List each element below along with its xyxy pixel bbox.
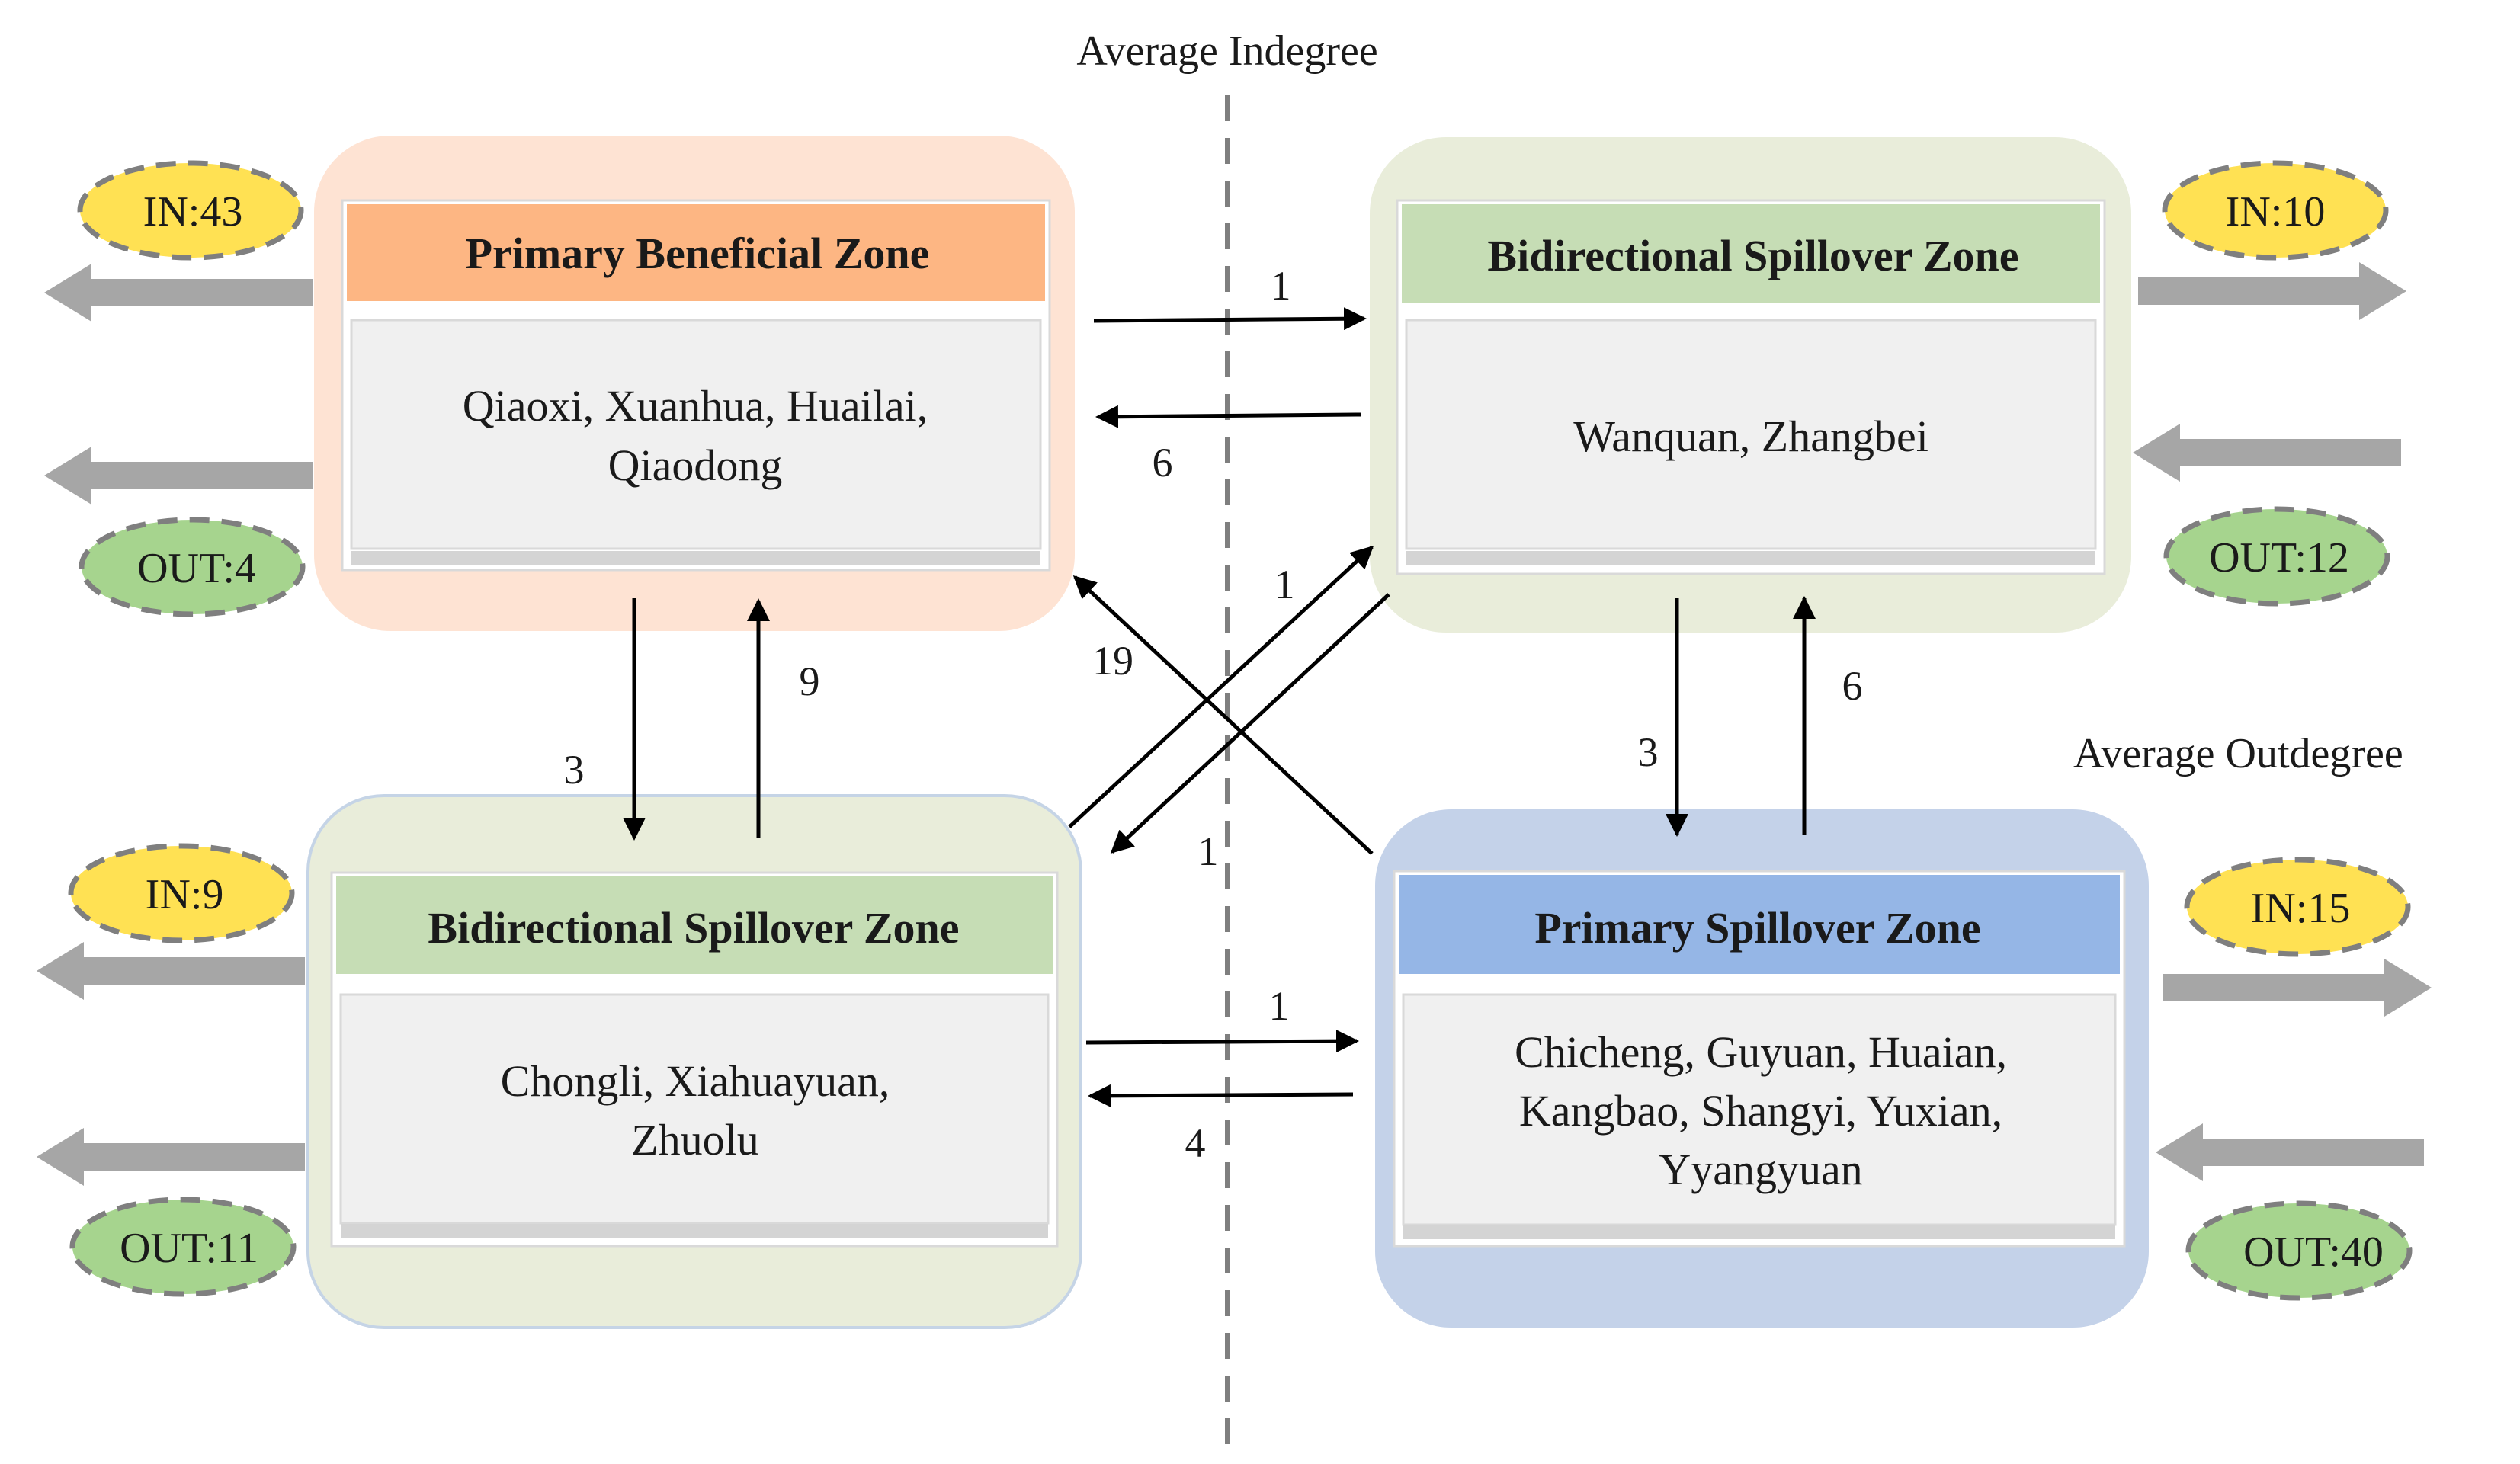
link-psz-to-pbz bbox=[1072, 575, 1374, 855]
link-psz-to-bsb bbox=[1088, 1084, 1354, 1107]
pbz-out-badge bbox=[79, 517, 306, 617]
psz-in-label: IN:15 bbox=[2251, 885, 2351, 932]
bsb-out-badge bbox=[69, 1197, 297, 1297]
zone-primary-beneficial-members-line-1: Qiaoxi, Xuanhua, Huailai, bbox=[463, 381, 928, 431]
zone-bidirectional-bottom-members-line-1: Chongli, Xiahuayuan, bbox=[501, 1056, 890, 1106]
link-weights: 1 6 3 9 19 1 1 3 6 1 4 bbox=[564, 263, 1863, 1166]
bst-out-label: OUT:12 bbox=[2209, 534, 2349, 581]
weight-bst-to-psz: 3 bbox=[1638, 729, 1659, 775]
pbz-out-label: OUT:4 bbox=[137, 545, 256, 592]
zone-bidirectional-bottom: Bidirectional Spillover Zone Chongli, Xi… bbox=[306, 794, 1082, 1329]
zone-bidirectional-top-title: Bidirectional Spillover Zone bbox=[1487, 231, 2018, 280]
zone-primary-beneficial-header bbox=[347, 204, 1045, 301]
zone-primary-spillover-members-line-3: Yyangyuan bbox=[1659, 1145, 1862, 1194]
link-pbz-to-bst bbox=[1093, 307, 1367, 331]
zone-primary-spillover-footer bbox=[1403, 1225, 2115, 1239]
psz-outflow-arrow bbox=[2163, 959, 2432, 1017]
average-outdegree-label: Average Outdegree bbox=[2073, 730, 2403, 777]
weight-psz-to-pbz: 19 bbox=[1092, 638, 1133, 684]
weight-bsb-to-bst: 1 bbox=[1274, 562, 1295, 607]
bsb-in-badge bbox=[68, 843, 295, 943]
pbz-outflow-arrow-2 bbox=[44, 447, 313, 505]
bst-in-label: IN:10 bbox=[2226, 188, 2326, 235]
zone-primary-beneficial-members-line-2: Qiaodong bbox=[608, 440, 783, 490]
weight-bst-to-pbz: 6 bbox=[1153, 440, 1173, 485]
bsb-in-label: IN:9 bbox=[146, 871, 224, 918]
link-bsb-to-psz bbox=[1085, 1030, 1359, 1053]
bsb-outflow-arrow-1 bbox=[37, 942, 305, 1000]
zone-bidirectional-top-header bbox=[1402, 204, 2100, 303]
zone-links bbox=[623, 307, 1816, 1107]
zone-primary-spillover-members-line-2: Kangbao, Shangyi, Yuxian, bbox=[1519, 1086, 2002, 1136]
external-flow-arrows bbox=[37, 262, 2432, 1186]
weight-psz-to-bsb: 4 bbox=[1185, 1120, 1206, 1166]
link-bst-to-bsb bbox=[1110, 593, 1390, 854]
zone-bidirectional-top-members-line-1: Wanquan, Zhangbei bbox=[1573, 412, 1928, 461]
bst-inflow-arrow bbox=[2133, 424, 2401, 482]
pbz-outflow-arrow-1 bbox=[44, 264, 313, 322]
bsb-out-label: OUT:11 bbox=[120, 1225, 258, 1272]
zone-primary-spillover-members-line-1: Chicheng, Guyuan, Huaian, bbox=[1515, 1027, 2007, 1077]
bsb-outflow-arrow-2 bbox=[37, 1128, 305, 1186]
bst-in-badge bbox=[2162, 160, 2389, 261]
weight-bsb-to-pbz: 9 bbox=[800, 658, 820, 704]
zone-primary-spillover-title: Primary Spillover Zone bbox=[1534, 903, 1980, 953]
weight-pbz-to-bsb: 3 bbox=[564, 747, 585, 793]
weight-bsb-to-psz: 1 bbox=[1269, 983, 1290, 1029]
zone-primary-beneficial: Primary Beneficial Zone Qiaoxi, Xuanhua,… bbox=[314, 136, 1075, 631]
psz-out-label: OUT:40 bbox=[2243, 1229, 2384, 1276]
bst-out-badge bbox=[2163, 506, 2390, 607]
psz-inflow-arrow bbox=[2156, 1123, 2424, 1181]
psz-out-badge bbox=[2185, 1200, 2413, 1301]
zone-bidirectional-bottom-body bbox=[339, 993, 1050, 1225]
zone-bidirectional-bottom-members-line-2: Zhuolu bbox=[631, 1115, 759, 1164]
zone-primary-beneficial-body bbox=[350, 319, 1042, 550]
zone-primary-beneficial-title: Primary Beneficial Zone bbox=[466, 229, 930, 278]
weight-psz-to-bst: 6 bbox=[1842, 663, 1863, 709]
zone-bidirectional-top-footer bbox=[1406, 551, 2095, 565]
pbz-in-label: IN:43 bbox=[143, 188, 243, 235]
zone-primary-spillover-header bbox=[1399, 875, 2120, 974]
link-bst-to-pbz bbox=[1095, 405, 1361, 428]
weight-bst-to-bsb: 1 bbox=[1198, 828, 1219, 874]
zone-primary-spillover-body bbox=[1402, 993, 2117, 1226]
psz-in-badge bbox=[2184, 857, 2411, 957]
zone-primary-beneficial-footer bbox=[351, 551, 1040, 565]
zone-primary-spillover: Primary Spillover Zone Chicheng, Guyuan,… bbox=[1375, 809, 2149, 1328]
weight-pbz-to-bst: 1 bbox=[1271, 263, 1291, 309]
degree-badges: IN:43 OUT:4 IN:10 OUT:12 IN:9 OUT:11 IN:… bbox=[68, 160, 2413, 1301]
link-bsb-to-bst bbox=[1068, 545, 1374, 828]
zone-bidirectional-bottom-footer bbox=[341, 1224, 1048, 1238]
zone-bidirectional-bottom-title: Bidirectional Spillover Zone bbox=[428, 903, 959, 953]
average-indegree-label: Average Indegree bbox=[1076, 27, 1377, 75]
zone-bidirectional-top-body bbox=[1405, 319, 2097, 550]
zone-bidirectional-top: Bidirectional Spillover Zone Wanquan, Zh… bbox=[1370, 137, 2131, 633]
zone-bidirectional-bottom-header bbox=[336, 876, 1053, 974]
bst-outflow-arrow bbox=[2138, 262, 2406, 320]
pbz-in-badge bbox=[77, 160, 304, 261]
